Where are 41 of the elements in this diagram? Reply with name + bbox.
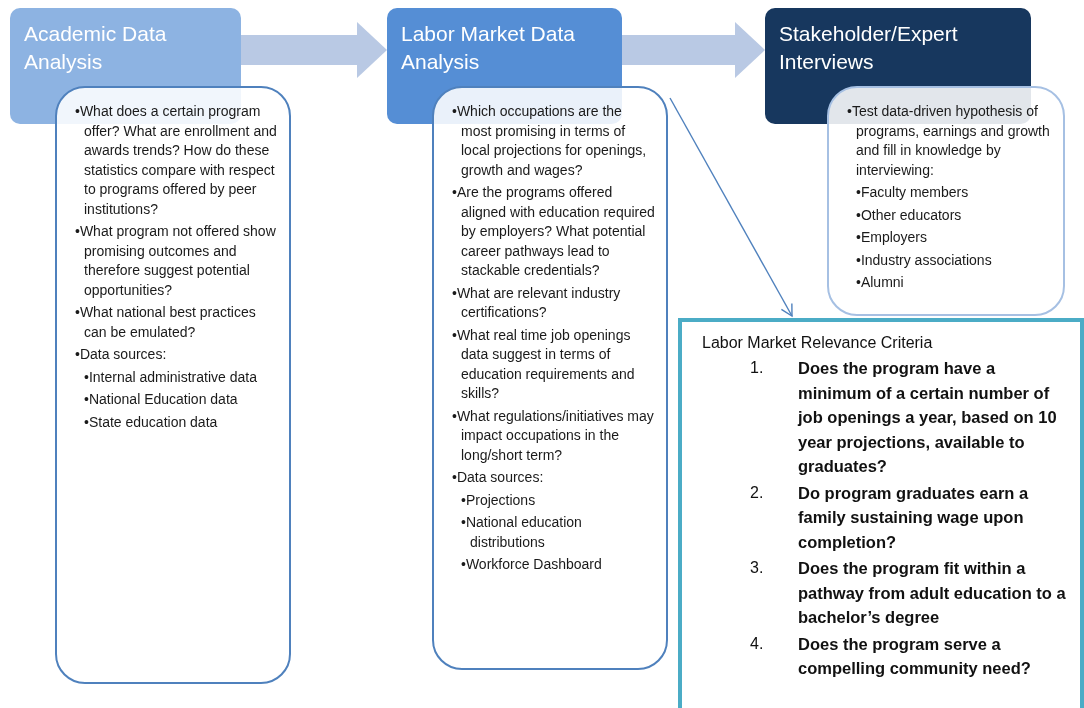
criteria-heading: Labor Market Relevance Criteria: [702, 333, 934, 353]
arrow: [669, 97, 793, 317]
bullet-text: •State education data: [84, 412, 219, 432]
bullet-text: •Data sources:: [75, 345, 168, 364]
bullet-text: •Employers: [856, 228, 929, 247]
bullet-text: •Alumni: [856, 273, 905, 292]
question-card: [55, 86, 291, 684]
bullet-text: •Projections: [461, 490, 537, 510]
list-number: 1.: [749, 358, 765, 378]
criteria-text: Do program graduates earn a family sustaining wage upon completion?: [798, 482, 1030, 553]
question-card: [432, 86, 668, 670]
bullet-text: •Are the programs offered aligned with education required by employers? What potential career pathways lead to stackable credentials?: [452, 183, 656, 280]
bullet-text: •Workforce Dashboard: [461, 555, 603, 574]
list-number: 3.: [749, 558, 765, 578]
bullet-text: •Other educators: [856, 205, 963, 225]
bullet-text: •Internal administrative data: [84, 367, 258, 387]
bullet-text: •What regulations/initiatives may impact occupations in the long/short term?: [452, 406, 655, 465]
bullet-text: •Faculty members: [856, 183, 970, 202]
bullet-text: •Data sources:: [452, 468, 545, 487]
bullet-text: •What does a certain program offer? What are enrollment and awards trends? How do these statistics compare with respect to programs offered by peer institutions?: [75, 102, 278, 219]
stage-title: Stakeholder/Expert Interviews: [779, 21, 959, 75]
criteria-text: Does the program serve a compelling community need?: [798, 633, 1032, 679]
bullet-text: •Test data-driven hypothesis of programs, earnings and growth and fill in knowledge by interviewing:: [847, 102, 1051, 180]
criteria-text: Does the program have a minimum of a certain number of job openings a year, based on 10 year projections, available to graduates?: [798, 358, 1058, 477]
criteria-box: [678, 318, 1084, 708]
stage-title: Labor Market Data Analysis: [401, 21, 576, 75]
list-number: 2.: [749, 482, 765, 503]
bullet-text: •What are relevant industry certifications?: [452, 283, 622, 322]
block-arrow: [622, 22, 765, 78]
bullet-text: •National education distributions: [461, 513, 583, 552]
bullet-text: •What program not offered show promising outcomes and therefore suggest potential opportunities?: [75, 222, 277, 300]
bullet-text: •Industry associations: [856, 250, 993, 270]
bullet-text: •What national best practices can be emulated?: [75, 303, 257, 342]
stage-title: Academic Data Analysis: [24, 21, 168, 75]
list-number: 4.: [749, 633, 765, 654]
question-card: [827, 86, 1065, 316]
bullet-text: •National Education data: [84, 390, 239, 409]
block-arrow: [241, 22, 387, 78]
criteria-text: Does the program fit within a pathway from adult education to a bachelor’s degree: [798, 558, 1067, 628]
bullet-text: •Which occupations are the most promising in terms of local projections for openings, growth and wages?: [452, 102, 648, 180]
bullet-text: •What real time job openings data suggest in terms of education requirements and skills?: [452, 325, 636, 403]
